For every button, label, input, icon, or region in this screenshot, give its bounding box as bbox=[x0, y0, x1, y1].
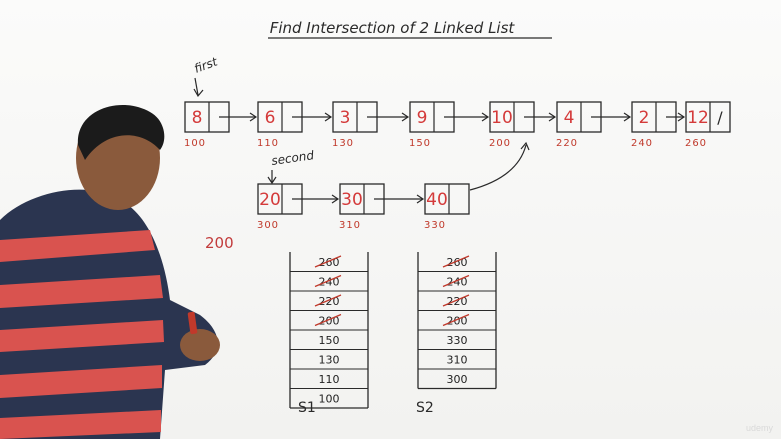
list1-node: 6 110 bbox=[257, 101, 333, 149]
node-value: 10 bbox=[491, 108, 513, 128]
first-pointer-label: first bbox=[192, 54, 220, 76]
node-address: 260 bbox=[685, 138, 707, 149]
list2-node: 40 330 bbox=[424, 183, 470, 231]
null-marker: / bbox=[717, 108, 723, 127]
node-value: 2 bbox=[639, 108, 650, 128]
strike-mark bbox=[442, 294, 470, 307]
node-value: 6 bbox=[265, 108, 276, 128]
stack1-item: 240 bbox=[290, 271, 368, 289]
node-address: 220 bbox=[556, 138, 578, 149]
linked-list-1: 8 100 6 110 3 130 9 150 10 200 4 220 2 240 12 260 / bbox=[184, 101, 731, 149]
stack-value: 110 bbox=[319, 373, 340, 386]
board-title: Find Intersection of 2 Linked List bbox=[270, 19, 516, 37]
arrow-head bbox=[401, 112, 410, 122]
list2-node: 20 300 bbox=[257, 183, 340, 231]
stack1-item: 110 bbox=[290, 368, 368, 386]
stack2-item: 310 bbox=[418, 349, 496, 367]
list1-node: 3 130 bbox=[332, 101, 410, 149]
stack-value: 310 bbox=[447, 354, 468, 367]
list2-node: 30 310 bbox=[339, 183, 425, 231]
watermark: udemy bbox=[745, 423, 773, 433]
arrow-head bbox=[677, 112, 686, 122]
stack2-item: 220 bbox=[418, 290, 496, 308]
node-address: 110 bbox=[257, 138, 279, 149]
list1-node: 12 260 / bbox=[685, 101, 731, 149]
strike-mark bbox=[314, 313, 342, 327]
arrow-head bbox=[324, 112, 333, 122]
node-value: 4 bbox=[564, 108, 575, 128]
node-address: 130 bbox=[332, 138, 354, 149]
stack-value: 150 bbox=[319, 334, 340, 347]
node-value: 12 bbox=[687, 108, 709, 128]
stack-value: 330 bbox=[447, 334, 468, 347]
second-pointer-label: second bbox=[270, 148, 315, 168]
node-address: 310 bbox=[339, 220, 361, 231]
stack-value: 130 bbox=[319, 354, 340, 367]
node-address: 330 bbox=[424, 220, 446, 231]
strike-mark bbox=[314, 274, 342, 288]
list1-node: 2 240 bbox=[631, 101, 686, 149]
linked-list-2: 20 300 30 310 40 330 bbox=[257, 183, 470, 231]
stack1-item: 130 bbox=[290, 349, 368, 367]
node-address: 100 bbox=[184, 138, 206, 149]
stack2-item: 330 bbox=[418, 329, 496, 347]
intersection-arrow-head bbox=[520, 141, 530, 151]
strike-mark bbox=[442, 255, 470, 268]
list1-node: 4 220 bbox=[556, 101, 632, 149]
node-address: 200 bbox=[489, 138, 511, 149]
intersection-arrow bbox=[469, 144, 527, 191]
arrow-head bbox=[331, 194, 340, 204]
intersection-result: 200 bbox=[205, 234, 234, 252]
node-address: 300 bbox=[257, 220, 279, 231]
node-address: 150 bbox=[409, 138, 431, 149]
arrow-head bbox=[481, 112, 490, 122]
node-value: 20 bbox=[259, 190, 281, 210]
node-value: 30 bbox=[341, 190, 363, 210]
stack2-item: 260 bbox=[442, 255, 470, 269]
strike-mark bbox=[442, 313, 470, 327]
node-box bbox=[685, 101, 731, 133]
stack1-item: 220 bbox=[290, 290, 368, 308]
stack2-item: 240 bbox=[418, 271, 496, 289]
stack2-item: 200 bbox=[418, 310, 496, 328]
arrow-head bbox=[249, 112, 258, 122]
arrow-head bbox=[548, 112, 557, 122]
stack2-item: 300 bbox=[418, 368, 496, 386]
list1-node: 10 200 bbox=[489, 101, 557, 149]
list1-node: 8 100 bbox=[184, 101, 258, 149]
list1-node: 9 150 bbox=[409, 101, 490, 149]
stack1-item: 100 bbox=[290, 388, 368, 406]
presenter-figure bbox=[0, 104, 220, 439]
first-pointer-arrow bbox=[193, 77, 204, 98]
stack-s1-label: S1 bbox=[298, 400, 316, 416]
strike-mark bbox=[442, 274, 470, 288]
node-box bbox=[424, 183, 470, 215]
node-value: 9 bbox=[417, 108, 428, 128]
stack-value: 100 bbox=[319, 393, 340, 406]
strike-mark bbox=[314, 294, 342, 307]
node-value: 40 bbox=[426, 190, 448, 210]
stack1-item: 200 bbox=[290, 310, 368, 328]
stack1-item: 260 bbox=[314, 255, 342, 269]
stack1-item: 150 bbox=[290, 329, 368, 347]
arrow-head bbox=[623, 112, 632, 122]
arrow-head bbox=[416, 194, 425, 204]
node-address: 240 bbox=[631, 138, 653, 149]
second-pointer-arrow bbox=[267, 170, 277, 185]
stack-s2-label: S2 bbox=[416, 400, 434, 416]
stack-value: 300 bbox=[447, 373, 468, 386]
node-value: 8 bbox=[192, 108, 203, 128]
node-value: 3 bbox=[340, 108, 351, 128]
strike-mark bbox=[314, 255, 342, 268]
